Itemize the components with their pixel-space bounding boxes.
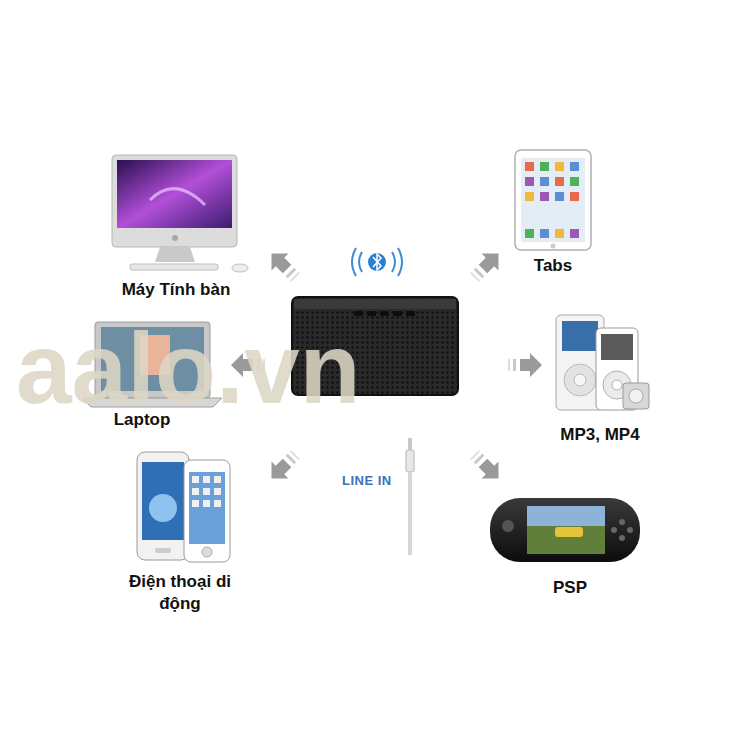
connector-label: LINE IN — [342, 473, 392, 488]
bluetooth-icon — [352, 248, 402, 276]
watermark: aalo.vn — [16, 318, 361, 418]
psp-console — [490, 498, 640, 562]
device-label-box: Tabs — [534, 255, 572, 277]
device-label: Máy Tính bàn — [122, 279, 231, 301]
tablet — [515, 150, 591, 250]
audio-cable — [406, 438, 414, 555]
device-label: Tabs — [534, 255, 572, 277]
device-label-box: Máy Tính bàn — [122, 279, 231, 301]
desktop-computer — [112, 155, 248, 272]
mp3-players — [556, 315, 649, 410]
device-label-box: MP3, MP4 — [560, 424, 639, 446]
device-label: MP3, MP4 — [560, 424, 639, 446]
device-label-box: PSP — [553, 577, 587, 599]
mobile-phones — [137, 452, 230, 562]
device-label-box: Điện thoại di động — [126, 571, 234, 615]
device-label: Điện thoại di động — [126, 571, 234, 615]
device-label: PSP — [553, 577, 587, 599]
